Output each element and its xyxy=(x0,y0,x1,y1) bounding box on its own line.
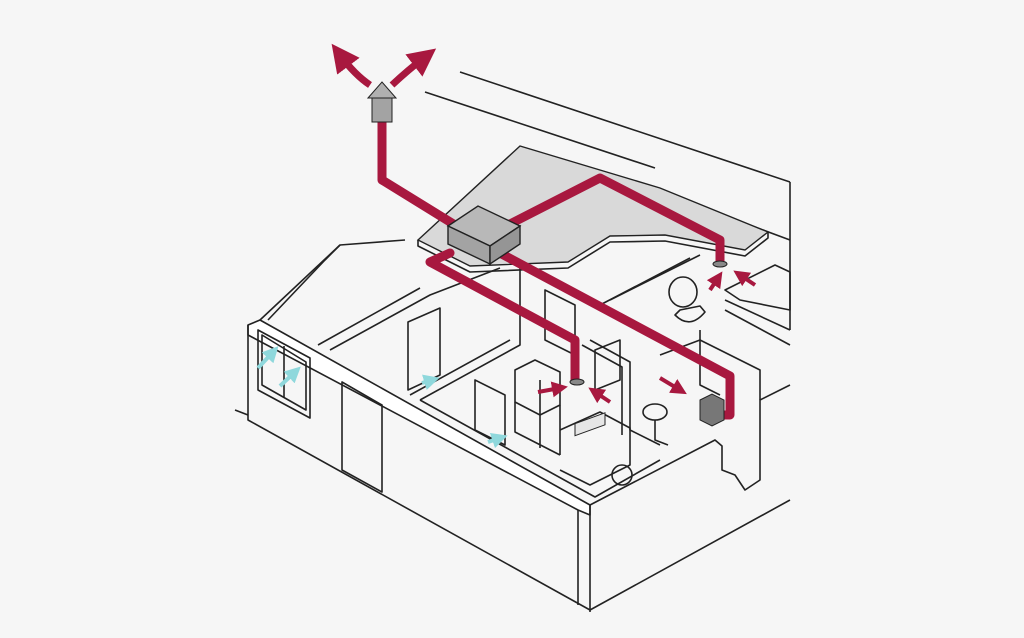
extract-grille xyxy=(699,393,725,427)
extract-grille xyxy=(569,378,585,386)
exhaust-arrows xyxy=(331,43,757,404)
exhaust-duct xyxy=(377,115,460,230)
extract-grille xyxy=(712,260,728,268)
roof-vent-cap xyxy=(366,81,398,123)
bathroom-extract-duct xyxy=(503,173,725,267)
laundry-extract-duct xyxy=(493,247,735,420)
fresh-air-arrows xyxy=(256,346,508,449)
ventilation-unit xyxy=(446,205,522,266)
kitchen-extract-duct xyxy=(425,248,580,385)
